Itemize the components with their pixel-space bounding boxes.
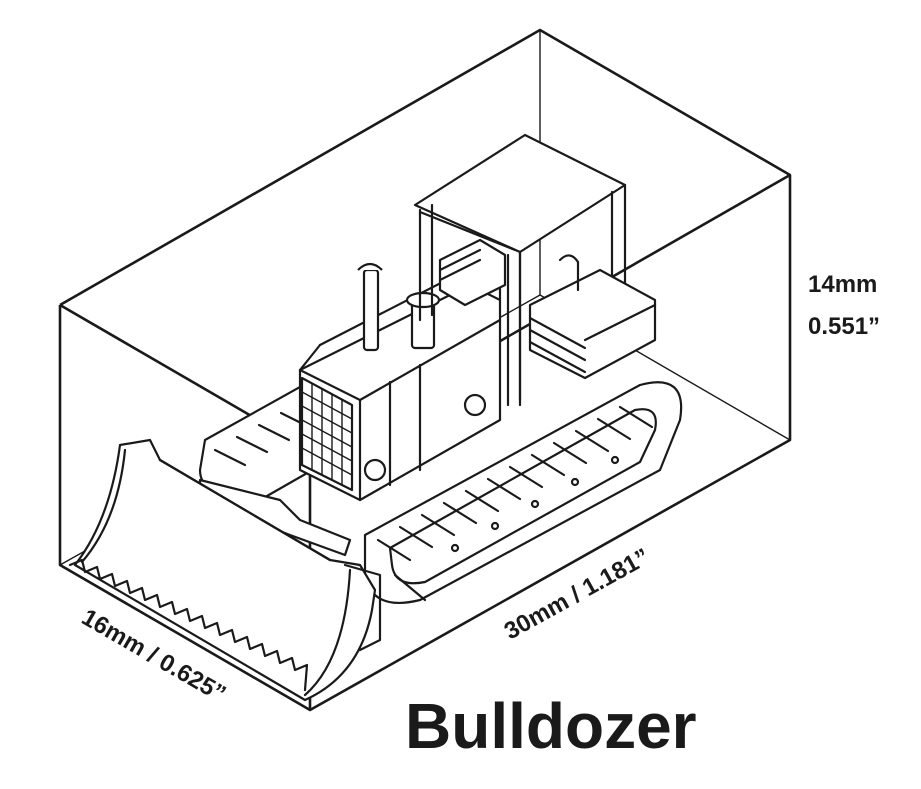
height-label-mm: 14mm: [808, 271, 877, 298]
radiator-grille: [300, 376, 354, 492]
right-track: [363, 381, 683, 605]
cab: [413, 133, 627, 407]
dozer-blade: [68, 438, 382, 702]
cab-seat: [438, 238, 507, 307]
diagram-title: Bulldozer: [405, 690, 697, 762]
push-arm: [198, 393, 487, 557]
air-intake: [405, 291, 441, 350]
blade-teeth: [68, 558, 309, 692]
right-track-rollers: [450, 455, 620, 553]
height-label-inch: 0.551”: [808, 313, 880, 340]
right-track-cleats: [376, 405, 654, 562]
bulldozer-illustration: [68, 133, 683, 702]
exhaust-stack: [357, 262, 383, 352]
rear-fuel-tank: [528, 254, 657, 380]
